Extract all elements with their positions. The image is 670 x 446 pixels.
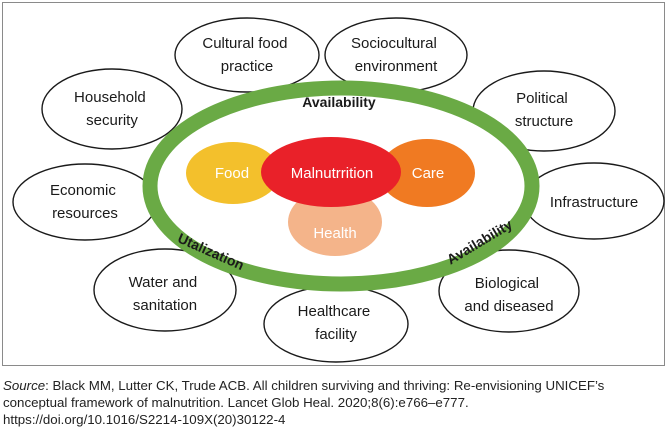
care-circle [379, 139, 475, 207]
label-biological-and-diseased: Biological and diseased [464, 275, 553, 315]
label-political-structure: Political structure [515, 90, 573, 130]
node-water-and-sanitation [93, 248, 237, 332]
ring-label-top: Availability [302, 94, 376, 110]
label-healthcare-facility: Healthcare facility [298, 303, 375, 343]
core-group: Food Malnutrrition Care Health [186, 137, 475, 256]
caption-citation: : Black MM, Lutter CK, Trude ACB. All ch… [3, 378, 605, 410]
node-economic-resources [12, 163, 158, 241]
figure-frame [2, 2, 665, 366]
node-household-security [41, 68, 183, 150]
malnutrition-circle [261, 137, 401, 207]
label-sociocultural-environment: Sociocultural environment [351, 35, 441, 75]
label-cultural-food-practice: Cultural food practice [202, 35, 291, 75]
label-household-security: Household security [74, 89, 150, 129]
malnutrition-framework-diagram: Cultural food practice Sociocultural env… [12, 17, 665, 363]
label-infrastructure: Infrastructure [550, 194, 638, 211]
label-economic-resources: Economic resources [50, 182, 120, 222]
caption-source-label: Source [3, 378, 46, 393]
node-cultural-food-practice [174, 17, 320, 93]
caption-doi: https://doi.org/10.1016/S2214-109X(20)30… [3, 412, 286, 427]
node-healthcare-facility [263, 285, 409, 363]
food-circle [186, 142, 280, 204]
figure-caption: Source: Black MM, Lutter CK, Trude ACB. … [3, 377, 667, 428]
outer-node-labels: Cultural food practice Sociocultural env… [50, 35, 638, 343]
malnutrition-label: Malnutrrition [291, 165, 374, 182]
label-water-and-sanitation: Water and sanitation [129, 274, 202, 314]
outer-factor-ellipses [12, 17, 665, 363]
health-label: Health [313, 225, 356, 242]
food-label: Food [215, 165, 249, 182]
node-biological-and-diseased [438, 249, 580, 333]
care-label: Care [412, 165, 445, 182]
